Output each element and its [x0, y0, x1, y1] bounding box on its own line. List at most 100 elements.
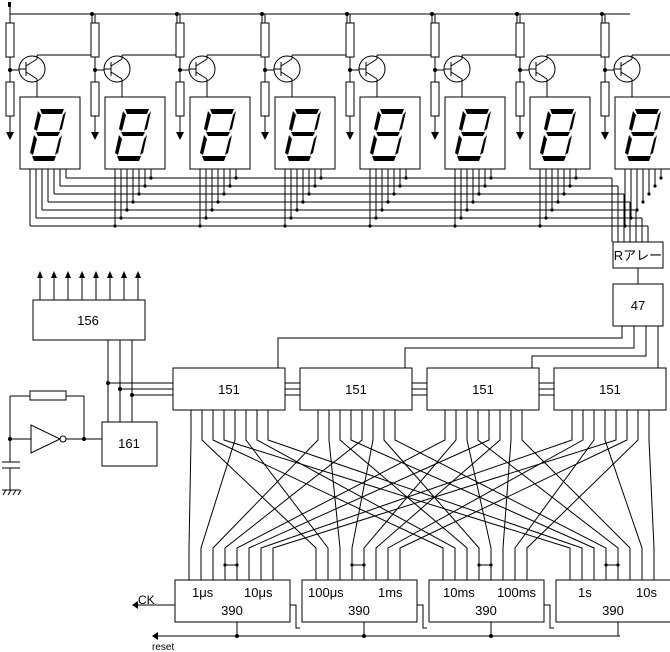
counter-4-right-label: 10s [636, 585, 657, 600]
segment [36, 132, 60, 136]
digit-unit-2 [90, 12, 179, 170]
resistor [90, 81, 100, 117]
segment [200, 135, 207, 155]
counter-wiring: CK reset [132, 593, 620, 652]
resistor [515, 22, 525, 58]
segment [40, 109, 64, 114]
segment [125, 109, 149, 114]
segment [542, 156, 566, 161]
segment [374, 111, 381, 131]
segment [635, 109, 659, 114]
segment [372, 156, 396, 161]
resistor [90, 22, 100, 58]
decoder-156-label: 156 [77, 313, 99, 328]
resistor [430, 22, 440, 58]
segment [140, 135, 147, 155]
segment [291, 132, 315, 136]
counter-3-right-label: 100ms [497, 585, 537, 600]
counter-2-right-label: 1ms [378, 585, 403, 600]
segment [30, 135, 37, 155]
segment [295, 109, 319, 114]
segment [629, 111, 636, 131]
counter-3-left-label: 10ms [443, 585, 475, 600]
segment [285, 135, 292, 155]
segment [625, 135, 632, 155]
segment [204, 111, 211, 131]
resistor [345, 22, 355, 58]
oscillator [2, 390, 102, 496]
resistor [600, 81, 610, 117]
segment [310, 135, 317, 155]
mux-to-decoder-wires [277, 326, 659, 368]
counter-4-left-label: 1s [578, 585, 592, 600]
counter-1-left-label: 1μs [192, 585, 214, 600]
resistor [175, 22, 185, 58]
segment [370, 135, 377, 155]
counter-1-right-label: 10μs [244, 585, 273, 600]
crossing-wire-network [188, 410, 655, 580]
mux-3-label: 151 [472, 382, 494, 397]
segment [480, 135, 487, 155]
segment [314, 111, 321, 131]
segment [376, 132, 400, 136]
decoder-47-block: 47 [612, 283, 664, 327]
resistor [175, 81, 185, 117]
segment [455, 135, 462, 155]
resistor [430, 81, 440, 117]
counter-2-name: 390 [348, 603, 370, 618]
select-bus [106, 340, 554, 422]
reset-label: reset [152, 642, 174, 652]
segment [119, 111, 126, 131]
segment [202, 156, 226, 161]
segment [457, 156, 481, 161]
segment [115, 135, 122, 155]
segment [627, 156, 651, 161]
segment [540, 135, 547, 155]
segment [34, 111, 41, 131]
clock-label: CK [138, 593, 155, 607]
resistor [260, 81, 270, 117]
digit-unit-8 [600, 14, 670, 170]
segment [569, 111, 576, 131]
segment [55, 135, 62, 155]
segment [399, 111, 406, 131]
segment [465, 109, 489, 114]
resistor [5, 22, 15, 58]
relay-array-label: Rアレー [614, 248, 662, 263]
segment [459, 111, 466, 131]
segment [144, 111, 151, 131]
counter-2-left-label: 100μs [308, 585, 344, 600]
segment [289, 111, 296, 131]
counter-1-name: 390 [221, 603, 243, 618]
display-section [5, 2, 670, 170]
segment [461, 132, 485, 136]
segment-bus [29, 169, 663, 242]
counter-row: 1μs 10μs 390 100μs 1ms 390 10ms 100ms 39… [174, 579, 670, 623]
resistor [260, 22, 270, 58]
decoder-156-block: 156 [32, 299, 146, 341]
resistor [515, 81, 525, 117]
segment [484, 111, 491, 131]
counter-161-label: 161 [118, 436, 140, 451]
digit-unit-1 [5, 12, 94, 170]
mux-2-label: 151 [345, 382, 367, 397]
segment [287, 156, 311, 161]
segment [544, 111, 551, 131]
segment [631, 132, 655, 136]
segment [117, 156, 141, 161]
counter-161-block: 161 [101, 421, 158, 467]
decoder-47-label: 47 [631, 298, 645, 313]
digit-unit-5 [345, 12, 434, 170]
segment [380, 109, 404, 114]
segment [654, 111, 661, 131]
segment [565, 135, 572, 155]
digit-unit-7 [515, 12, 604, 170]
segment [32, 156, 56, 161]
resistor [345, 81, 355, 117]
counter-3-name: 390 [475, 603, 497, 618]
counter-4-name: 390 [602, 603, 624, 618]
digit-unit-3 [175, 12, 264, 170]
segment [395, 135, 402, 155]
segment [210, 109, 234, 114]
